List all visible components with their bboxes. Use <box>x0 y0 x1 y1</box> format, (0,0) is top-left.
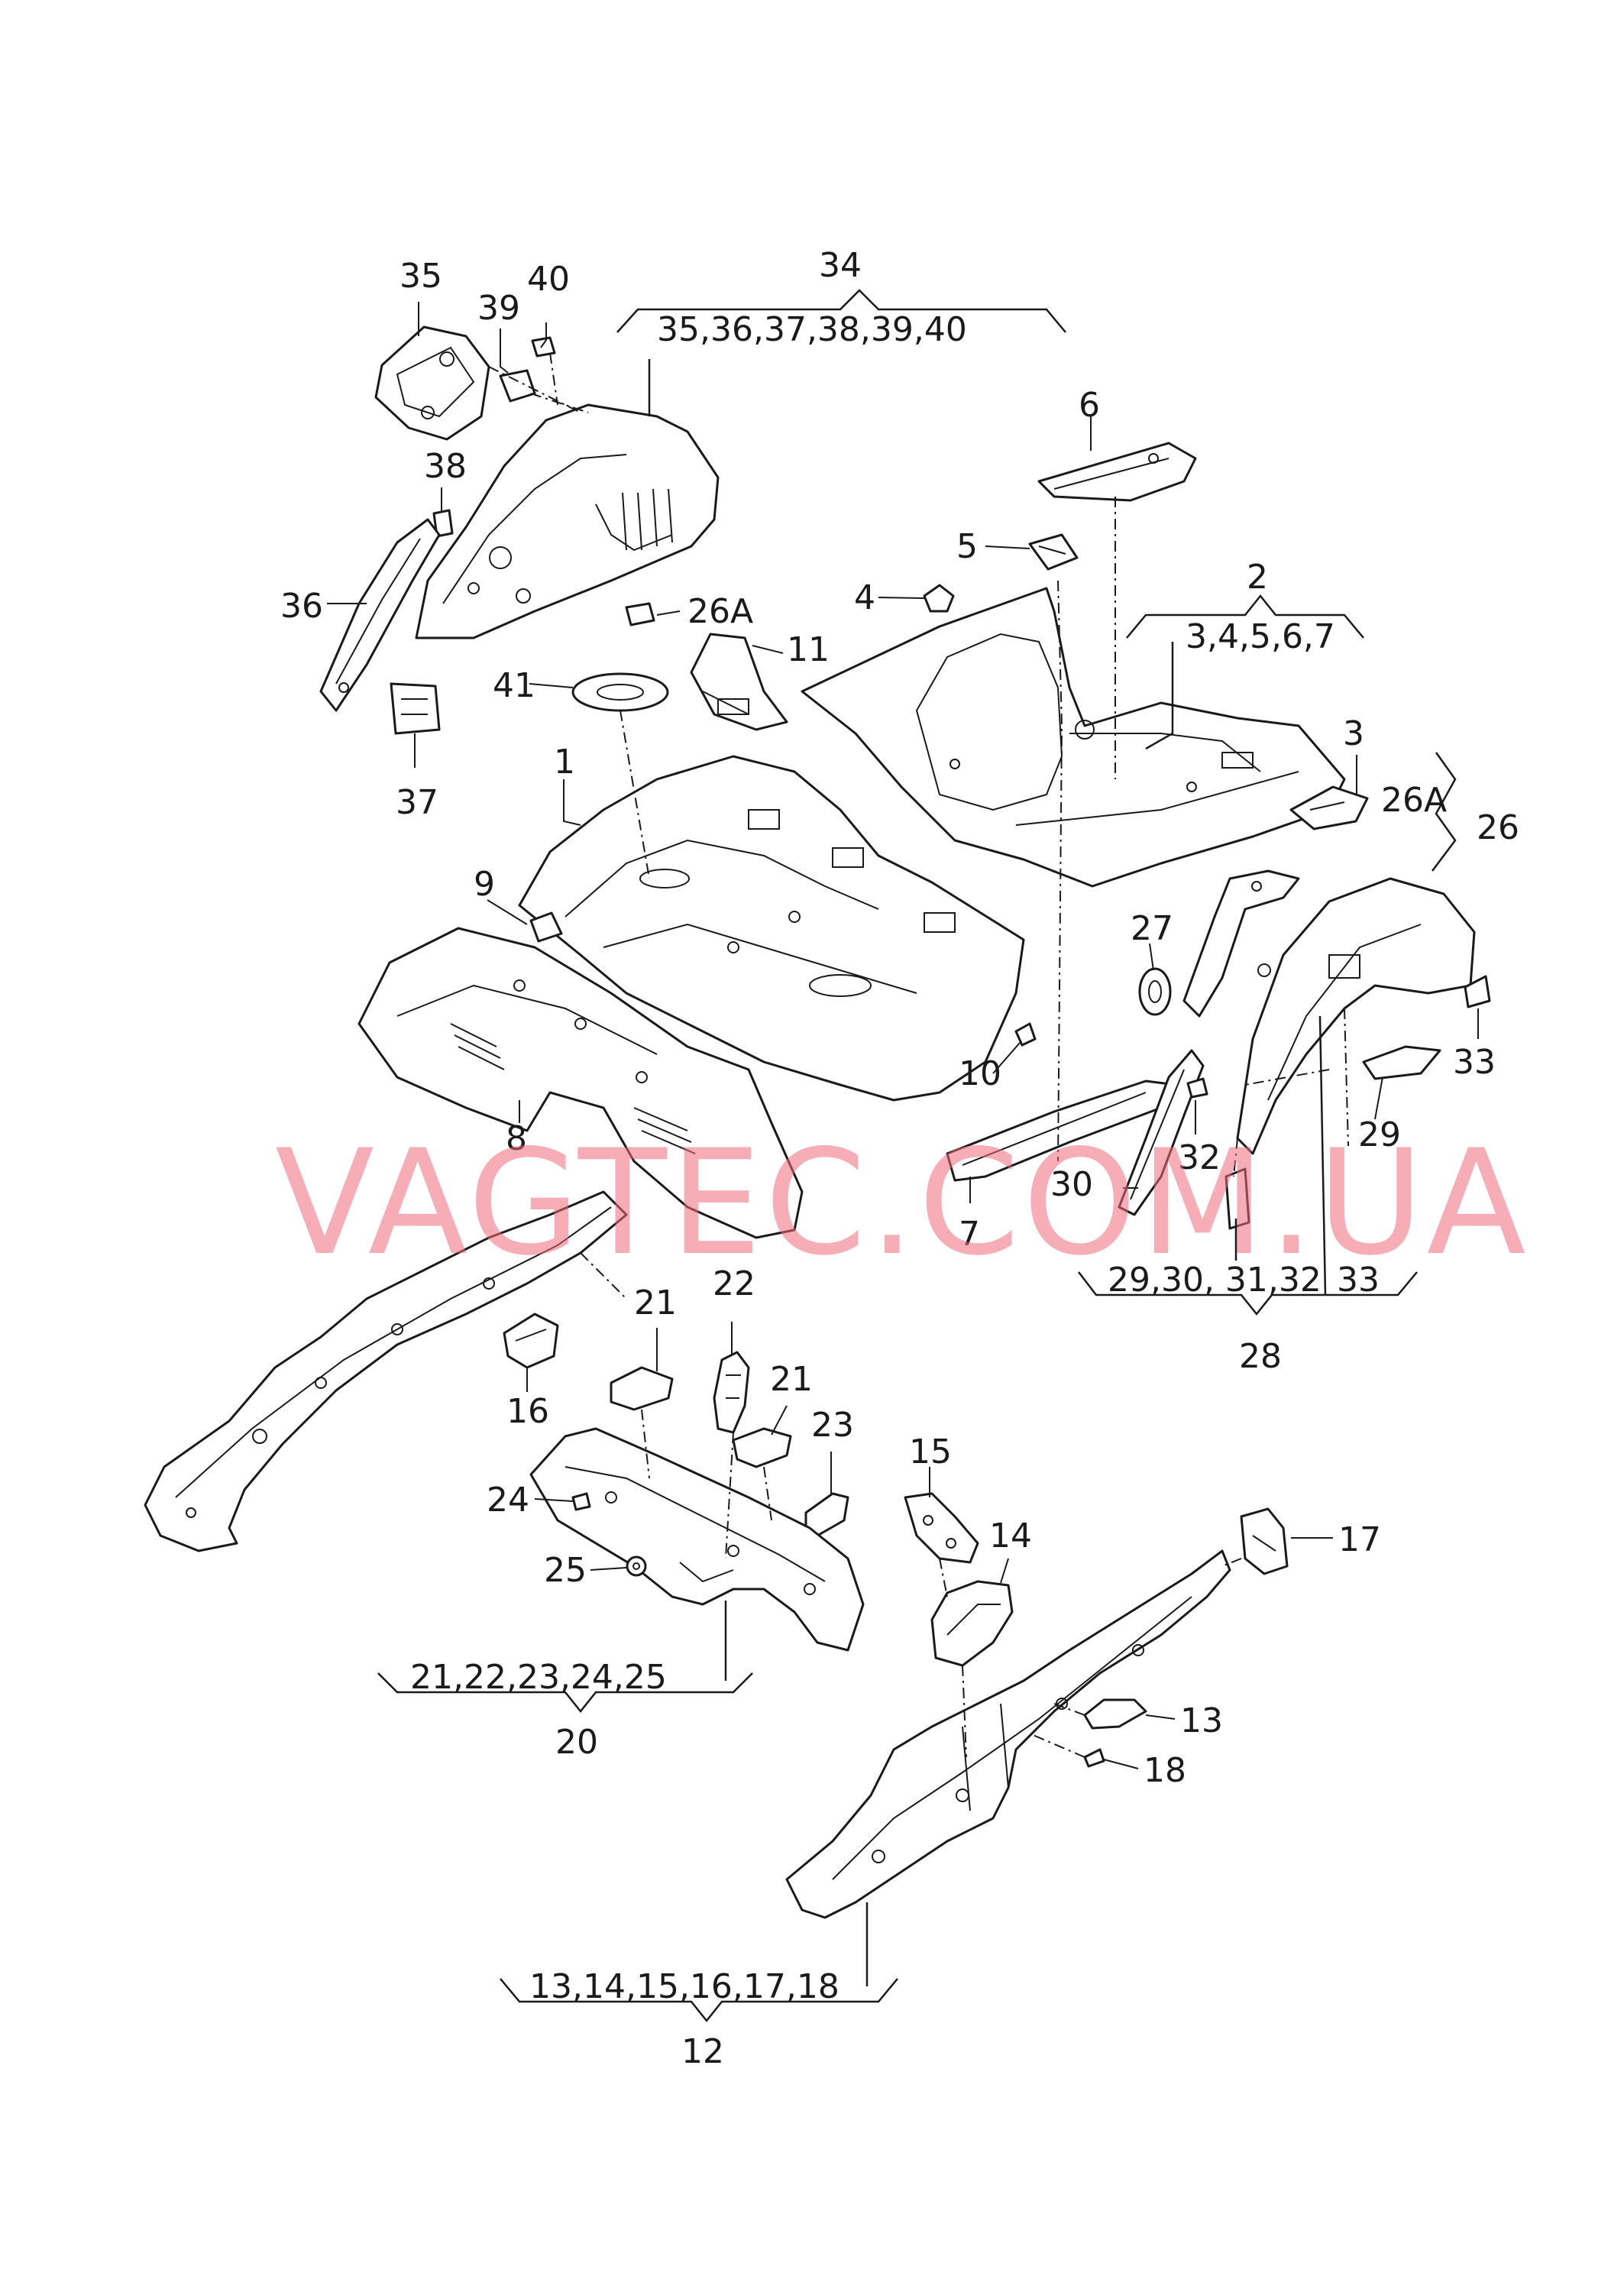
label-3: 3 <box>1343 714 1364 753</box>
part-21-clip-a <box>610 1366 674 1411</box>
label-18: 18 <box>1144 1751 1186 1790</box>
label-23: 23 <box>811 1406 854 1445</box>
label-26: 26 <box>1477 808 1519 847</box>
label-34: 34 <box>819 246 862 285</box>
group-34-contents: 35,36,37,38,39,40 <box>657 310 967 349</box>
part-25-nut <box>626 1555 647 1577</box>
part-6-rail <box>1037 442 1197 502</box>
label-10: 10 <box>959 1054 1001 1093</box>
part-31-plate <box>1224 1167 1250 1230</box>
label-33: 33 <box>1453 1043 1496 1082</box>
part-29-bracket <box>1362 1045 1441 1080</box>
label-1: 1 <box>554 743 575 782</box>
part-21-clip-b <box>732 1427 792 1468</box>
label-40: 40 <box>527 260 570 299</box>
label-26a-right: 26A <box>1381 781 1447 820</box>
group-braces <box>377 289 1457 2023</box>
part-35-bracket <box>374 325 490 441</box>
label-41: 41 <box>493 666 535 705</box>
label-36: 36 <box>280 587 323 626</box>
label-24: 24 <box>487 1481 529 1520</box>
part-26-pillar <box>1182 869 1300 1018</box>
label-5: 5 <box>956 527 978 566</box>
part-12-right-member <box>785 1549 1231 1919</box>
label-4: 4 <box>854 578 875 617</box>
label-35: 35 <box>400 257 442 296</box>
part-20-crossmember <box>529 1427 865 1652</box>
part-26-wheel-arch <box>1236 877 1476 1155</box>
part-22-hook <box>713 1351 750 1434</box>
part-16-bracket <box>503 1313 559 1369</box>
part-11-bracket <box>690 633 788 731</box>
group-2-contents: 3,4,5,6,7 <box>1186 617 1335 656</box>
label-6: 6 <box>1079 386 1100 425</box>
label-21-a: 21 <box>634 1283 677 1322</box>
label-38: 38 <box>424 447 467 486</box>
part-34-wheelhouse <box>415 403 720 639</box>
label-12: 12 <box>681 2032 724 2071</box>
group-28-contents-extra: 33 <box>1337 1261 1380 1300</box>
label-22: 22 <box>713 1264 755 1303</box>
part-33-clip <box>1464 975 1491 1008</box>
label-28: 28 <box>1239 1337 1282 1376</box>
label-14: 14 <box>989 1517 1032 1555</box>
label-39: 39 <box>477 289 520 328</box>
part-32-clip <box>1186 1077 1208 1099</box>
part-13-bracket <box>1083 1698 1147 1730</box>
label-2: 2 <box>1247 558 1268 597</box>
part-37-plate <box>390 682 441 735</box>
group-labels: 35,36,37,38,39,40 3,4,5,6,7 29,30, 31,32… <box>410 310 1380 2006</box>
label-9: 9 <box>474 865 495 904</box>
group-20-contents: 21,22,23,24,25 <box>410 1658 667 1697</box>
part-5-bracket <box>1028 533 1079 571</box>
label-37: 37 <box>396 783 438 822</box>
part-4-clip <box>923 584 955 613</box>
leader-lines <box>327 302 1479 1769</box>
part-24-clip <box>571 1492 591 1511</box>
part-17-plate <box>1240 1507 1289 1575</box>
group-12-contents: 13,14,15,16,17,18 <box>529 1967 839 2006</box>
label-16: 16 <box>506 1392 549 1431</box>
label-17: 17 <box>1338 1520 1381 1559</box>
label-20: 20 <box>555 1723 598 1762</box>
part-10-clip <box>1014 1022 1037 1047</box>
label-21-b: 21 <box>770 1360 813 1399</box>
label-8: 8 <box>506 1119 527 1158</box>
label-29: 29 <box>1358 1115 1401 1154</box>
part-30-pillar <box>1118 1049 1205 1216</box>
part-15-plate <box>904 1492 979 1564</box>
watermark-text: VAGTEC.COM.UA <box>275 1118 1529 1287</box>
part-18-pin <box>1083 1748 1105 1768</box>
label-27: 27 <box>1131 909 1173 948</box>
part-3-bracket <box>1289 785 1369 830</box>
part-1-front-floor <box>518 755 1025 1102</box>
part-36-pillar <box>319 518 441 712</box>
label-15: 15 <box>909 1432 952 1471</box>
part-26a-bracket-top <box>625 602 655 626</box>
label-26a-top: 26A <box>687 592 753 631</box>
part-2-rear-floor <box>801 587 1346 888</box>
part-14-bracket <box>930 1580 1014 1667</box>
label-25: 25 <box>544 1551 587 1590</box>
label-11: 11 <box>787 630 830 669</box>
part-27-cap <box>1138 967 1172 1016</box>
assembly-lines <box>488 352 1349 1758</box>
part-39-clip <box>499 369 536 403</box>
label-32: 32 <box>1178 1138 1221 1177</box>
label-7: 7 <box>959 1215 980 1254</box>
part-41-grommet <box>571 672 669 712</box>
part-labels: 35 40 39 34 38 36 26A 37 41 11 6 5 4 2 3… <box>280 246 1519 2071</box>
part-8-floor-section <box>357 927 804 1239</box>
part-9-clip <box>529 911 563 943</box>
group-28-contents: 29,30, 31,32 <box>1108 1261 1322 1300</box>
label-30: 30 <box>1050 1165 1093 1204</box>
part-40-clip <box>531 336 556 358</box>
label-13: 13 <box>1180 1701 1223 1740</box>
